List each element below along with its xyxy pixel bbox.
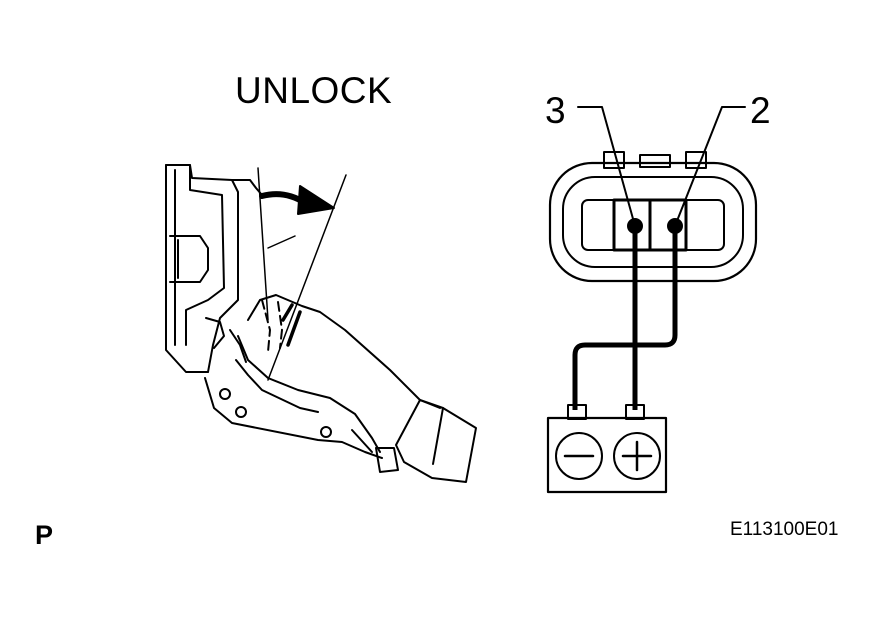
test-wires (572, 226, 678, 410)
figure-id: E113100E01 (730, 519, 839, 540)
rotation-arrow-icon (259, 185, 335, 215)
battery-positive-sign (621, 440, 653, 472)
battery-icon (546, 404, 668, 494)
pin-2-label: 2 (750, 90, 771, 131)
connector-icon (548, 151, 758, 283)
pin-leader-lines (577, 106, 746, 227)
diagram-title: UNLOCK (235, 70, 393, 111)
corner-label: P (35, 520, 54, 550)
pin-3-label: 3 (545, 90, 566, 131)
door-lock-actuator-icon (165, 164, 477, 483)
